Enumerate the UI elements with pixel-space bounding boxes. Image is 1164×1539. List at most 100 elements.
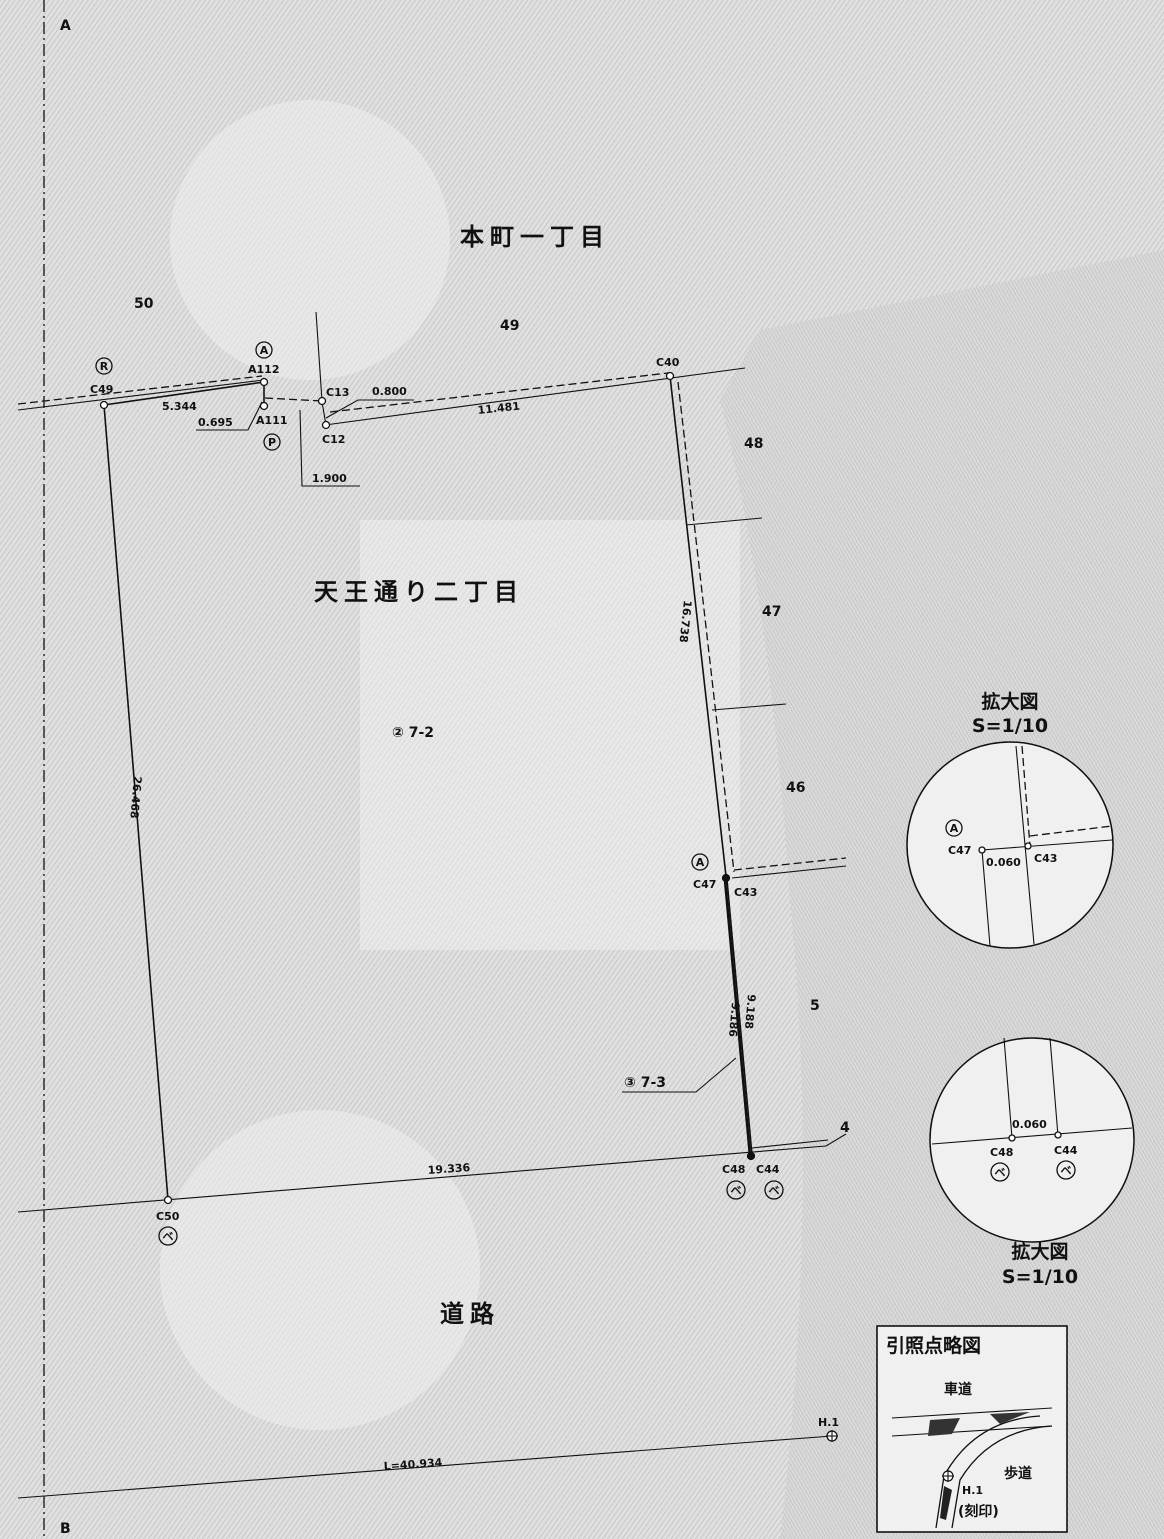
- point-c13: [317, 396, 327, 406]
- north-boundary-right-dash: [329, 372, 669, 413]
- label-c49: C49: [90, 383, 113, 396]
- marker-be-c44: ベ: [764, 1180, 784, 1200]
- svg-text:ベ: ベ: [769, 1184, 780, 1197]
- detail-c48-marker-1: ベ: [995, 1166, 1006, 1179]
- label-a111: A111: [256, 414, 287, 427]
- reference-sketch-corner: [951, 1425, 1053, 1529]
- detail-c47-marker: A: [950, 822, 959, 835]
- detail-c47-circle: [906, 741, 1114, 949]
- reference-sketch-shade-3: [940, 1486, 952, 1520]
- dim-c40-c43: 16.738: [677, 600, 694, 644]
- baseline: [17, 1435, 833, 1499]
- road-boundary: [17, 1145, 827, 1213]
- parcel-subject: ② 7-2: [392, 725, 434, 741]
- label-c40: C40: [656, 356, 680, 369]
- detail-c48-circle: [929, 1037, 1135, 1243]
- label-c43: C43: [734, 886, 757, 899]
- lot-47: 47: [762, 604, 781, 620]
- area-road: 道路: [440, 1300, 500, 1328]
- point-c40: [665, 371, 675, 381]
- point-c49: [99, 400, 109, 410]
- detail-c48-label-c44: C44: [1054, 1144, 1078, 1157]
- label-c44: C44: [756, 1163, 780, 1176]
- detail-c48-point-c44: [1054, 1131, 1062, 1139]
- leader-1900: [299, 409, 360, 487]
- detail-c48-marker-2: ベ: [1061, 1164, 1072, 1177]
- detail-c47-point-c43: [1024, 842, 1032, 850]
- dim-baseline: L=40.934: [383, 1456, 443, 1473]
- detail-c47-line-a: [981, 849, 991, 947]
- svg-text:A: A: [260, 344, 269, 357]
- lot-50: 50: [134, 296, 154, 312]
- reference-sketch-roadway: 車道: [944, 1381, 972, 1398]
- reference-sketch-frame: [876, 1325, 1068, 1533]
- boundary-c40-c43: [669, 375, 727, 877]
- label-h1: H.1: [818, 1416, 839, 1429]
- north-boundary-left: [17, 379, 265, 411]
- label-a112: A112: [248, 363, 279, 376]
- leader-0695: [196, 401, 263, 431]
- point-c48: [746, 1151, 756, 1161]
- reference-sketch-curb-upper: [891, 1407, 1053, 1419]
- north-boundary-a112-c13: [264, 397, 323, 402]
- div-46-5-dash: [733, 857, 847, 871]
- blank-region: [360, 520, 740, 950]
- north-boundary-left-dash: [17, 375, 263, 405]
- dim-c43-c44: 9.188: [742, 994, 758, 1030]
- detail-c48-distance: 0.060: [1012, 1118, 1047, 1131]
- point-c47: [721, 873, 731, 883]
- detail-c47-line-e: [1029, 825, 1113, 837]
- detail-c48-marker-ring-2: [1056, 1160, 1076, 1180]
- reference-sketch-shade-2: [990, 1412, 1030, 1424]
- detail-c47-marker-ring: [945, 819, 963, 837]
- north-boundary-right: [324, 367, 746, 426]
- detail-c48-point-c48: [1008, 1134, 1016, 1142]
- detail-c47-inset: 拡大図 S=1/10 C47 C43 0.060 A: [906, 690, 1114, 949]
- point-c12: [321, 420, 331, 430]
- detail-c48-title: 拡大図: [1011, 1240, 1068, 1263]
- north-side-line-49-50: [315, 311, 323, 402]
- detail-c48-line-b: [1049, 1037, 1059, 1137]
- svg-text:R: R: [100, 360, 109, 373]
- lot-46: 46: [786, 780, 805, 796]
- reference-sketch: 引照点略図 車道 H.1 (刻印) 歩道: [876, 1325, 1068, 1533]
- lot-48: 48: [744, 436, 763, 452]
- reference-sketch-h1-label: H.1: [962, 1484, 983, 1497]
- marker-a-c47: A: [691, 853, 709, 871]
- dim-c49-a112: 5.344: [162, 400, 197, 413]
- detail-c48-line-a: [1003, 1037, 1013, 1139]
- detail-c47-line-d: [981, 839, 1113, 851]
- detail-c48-line-c: [931, 1127, 1133, 1145]
- detail-c48-scale: S=1/10: [1002, 1266, 1078, 1288]
- marker-p-a111: P: [263, 433, 281, 451]
- parcel-adjacent: ③ 7-3: [624, 1075, 666, 1091]
- watermark-flower-top: [170, 100, 450, 380]
- watermark-flower-bottom: [160, 1110, 480, 1430]
- boundary-c49-c50: [103, 404, 169, 1201]
- marker-a-a112: A: [255, 341, 273, 359]
- svg-text:ベ: ベ: [731, 1184, 742, 1197]
- reference-sketch-curb-lower: [891, 1425, 1053, 1437]
- point-a111: [259, 401, 269, 411]
- boundary-c43-c44: [726, 879, 753, 1156]
- svg-text:A: A: [696, 856, 705, 869]
- dim-c50-c48: 19.336: [427, 1161, 471, 1177]
- label-c50: C50: [156, 1210, 180, 1223]
- reference-sketch-engraving: (刻印): [958, 1503, 999, 1520]
- point-c50: [163, 1195, 173, 1205]
- lot4-leader: [825, 1133, 847, 1147]
- reference-sketch-title: 引照点略図: [886, 1334, 981, 1357]
- detail-c47-label-c43: C43: [1034, 852, 1057, 865]
- marker-be-c48: ベ: [726, 1180, 746, 1200]
- detail-c47-label-c47: C47: [948, 844, 971, 857]
- dim-a111-c12: 1.900: [312, 472, 347, 485]
- detail-c47-title: 拡大図: [981, 690, 1038, 713]
- boundary-c40-c43-dash: [677, 381, 735, 873]
- label-c12: C12: [322, 433, 345, 446]
- lot-49: 49: [500, 318, 519, 334]
- boundary-c49-a112: [103, 381, 265, 406]
- detail-c48-marker-ring-1: [990, 1162, 1010, 1182]
- detail-c48-label-c48: C48: [990, 1146, 1013, 1159]
- detail-c47-point-c47: [978, 846, 986, 854]
- detail-c48-inset: 0.060 C48 C44 ベ ベ 拡大図 S=1/10: [929, 1037, 1135, 1288]
